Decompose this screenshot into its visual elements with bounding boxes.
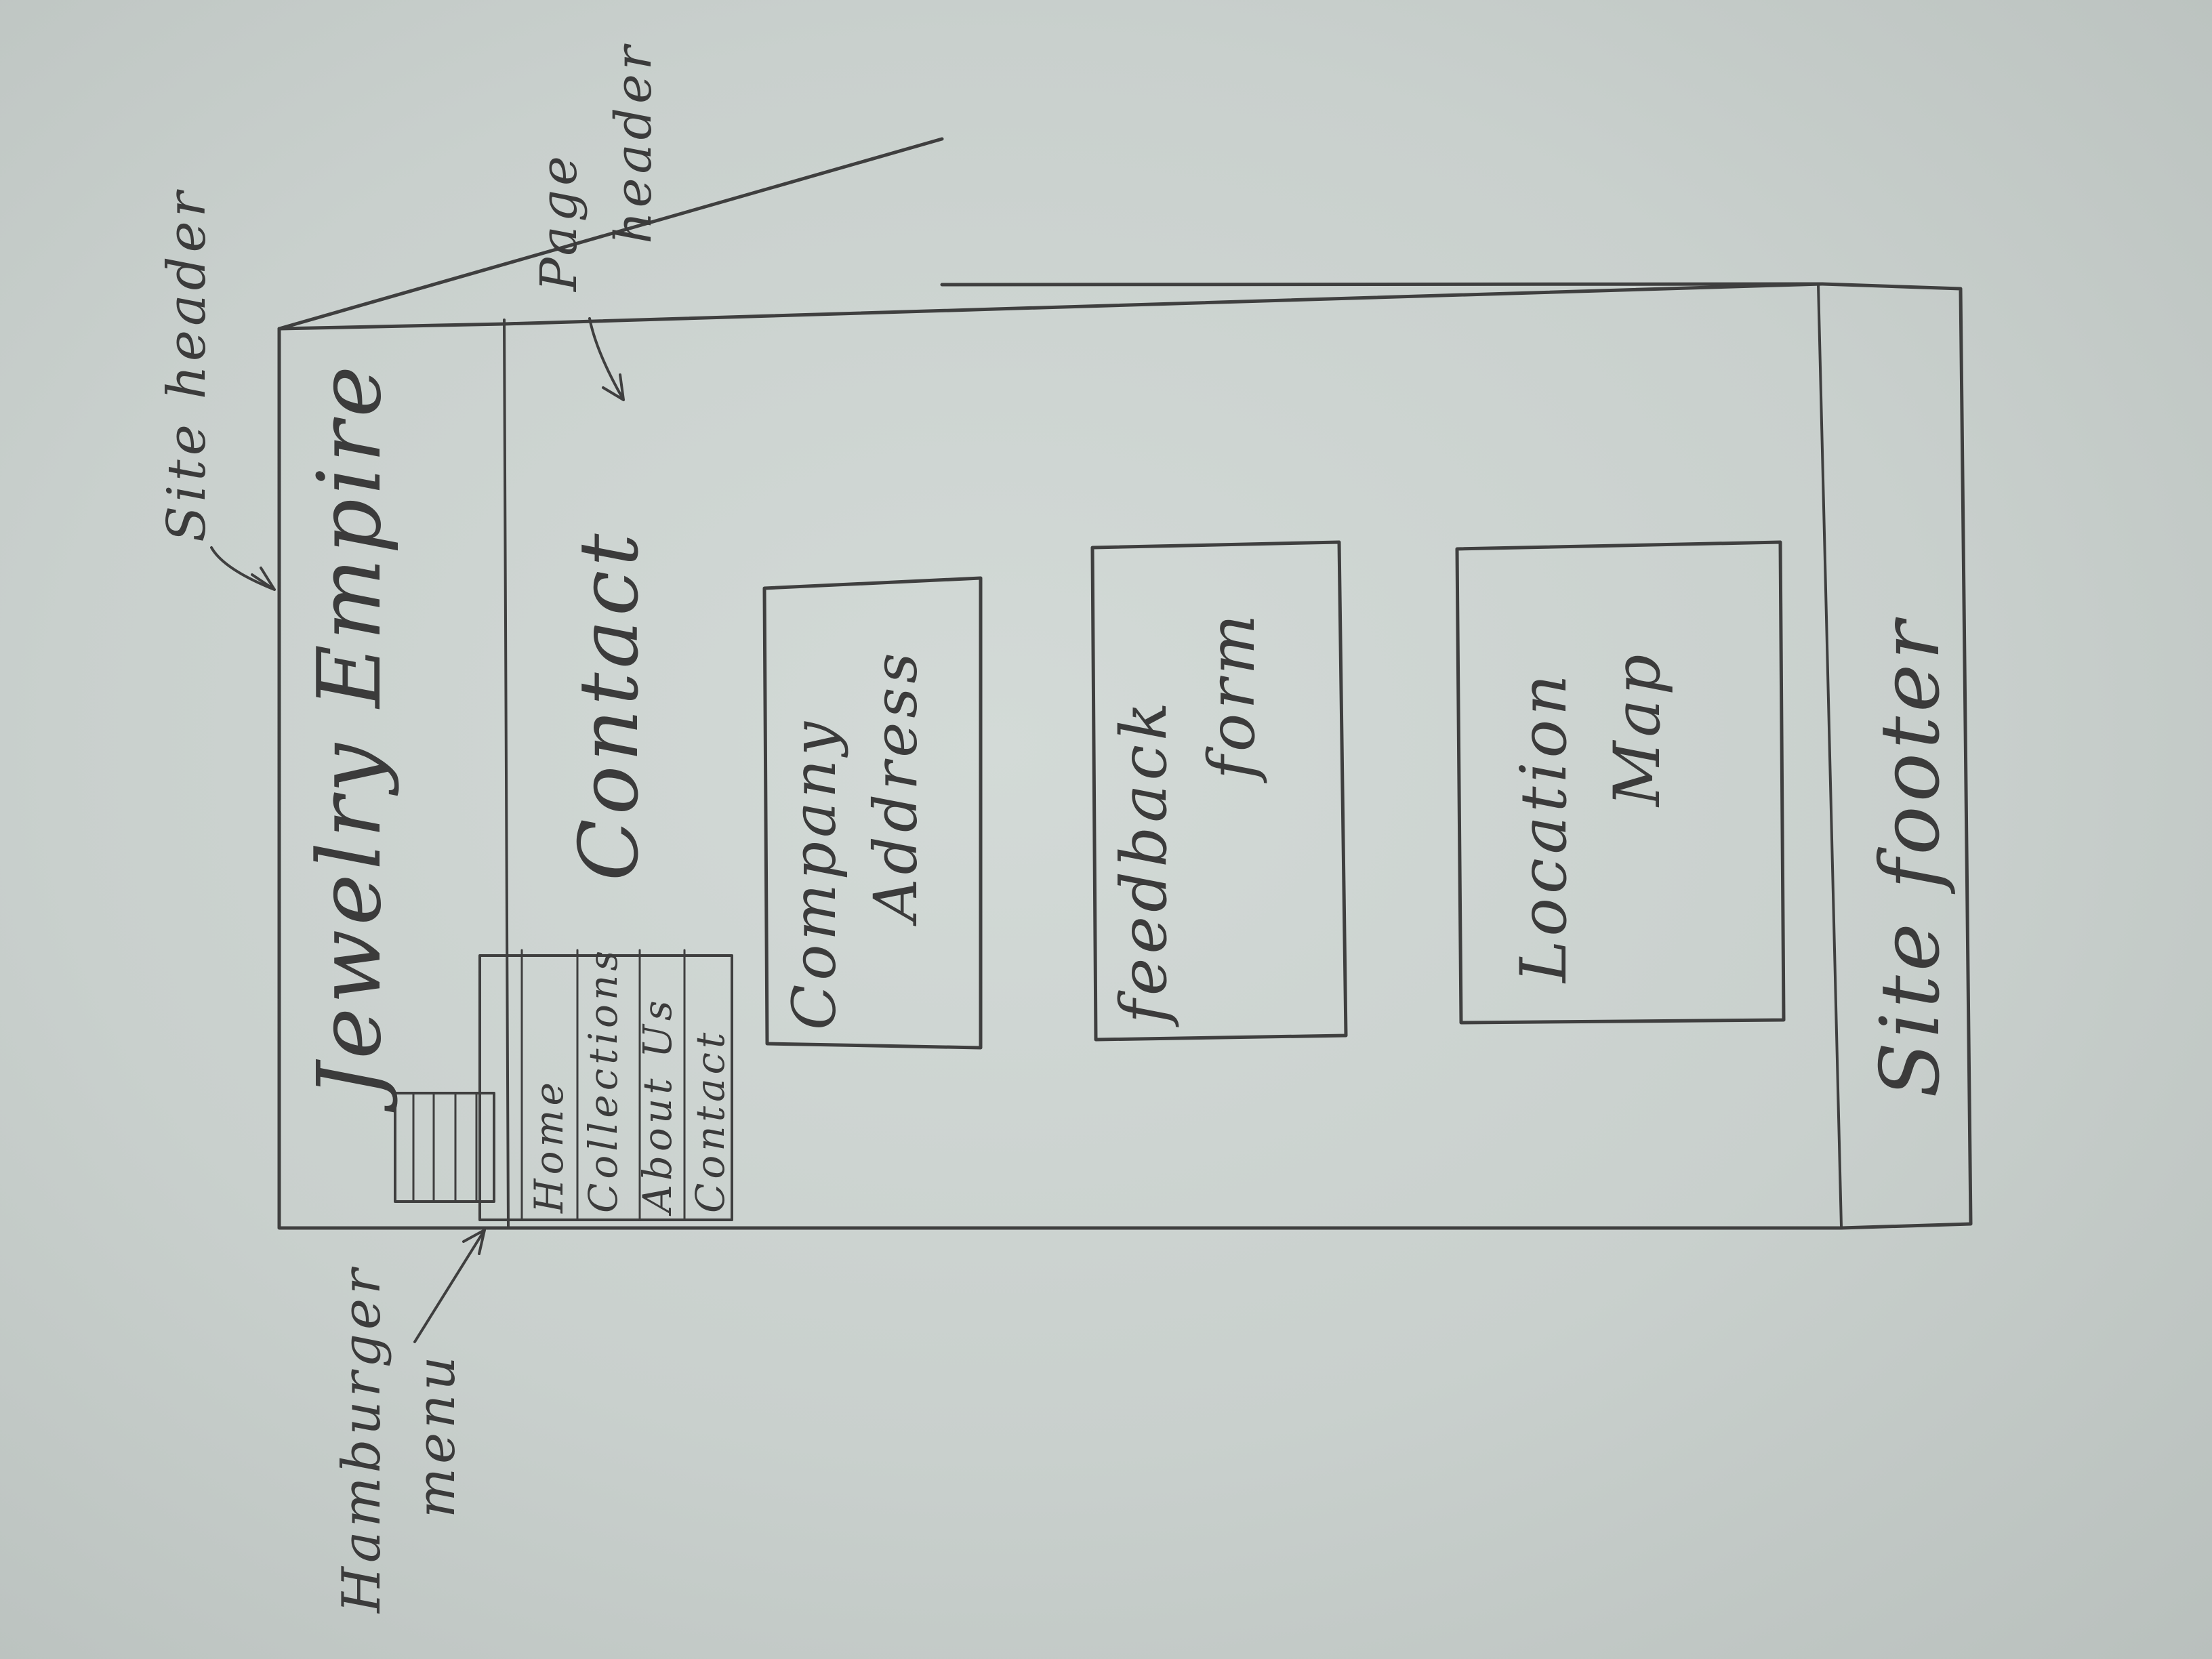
site-footer-label: Site footer: [1864, 617, 1958, 1098]
annotation-page-header-line2: header: [605, 42, 663, 244]
hamburger-arrow: [413, 1229, 486, 1343]
outer-frame: [277, 137, 1973, 1230]
annotation-hamburger-line1: Hamburger: [331, 1265, 392, 1614]
feedback-form-line1: feedback: [1107, 698, 1181, 1027]
feedback-form-line2: form: [1195, 611, 1269, 783]
menu-item-collections[interactable]: Collections: [580, 947, 626, 1213]
menu-item-contact[interactable]: Contact: [687, 1029, 733, 1213]
feedback-form-box: feedback form: [1090, 540, 1348, 1042]
page-header-arrow: [588, 317, 625, 401]
site-header-divider: [503, 319, 510, 1228]
location-map-line1: Location: [1507, 670, 1581, 984]
menu-item-about-us[interactable]: About Us: [634, 996, 680, 1216]
site-footer-divider: [1817, 283, 1843, 1228]
site-title: Jewelry Empire: [300, 362, 401, 1113]
company-address-line1: Company: [779, 718, 849, 1030]
site-header-arrow: [210, 546, 276, 591]
dropdown-menu: [478, 949, 733, 1221]
annotation-site-header: Site header: [157, 188, 218, 542]
location-map-box: Location Map: [1455, 540, 1786, 1025]
location-map-line2: Map: [1601, 651, 1675, 808]
annotation-page-header-line1: Page: [530, 152, 588, 293]
company-address-line2: Address: [861, 649, 930, 926]
menu-item-home[interactable]: Home: [526, 1078, 572, 1214]
annotation-hamburger-line2: menu: [406, 1352, 467, 1518]
hamburger-icon[interactable]: [394, 1092, 495, 1203]
page-title: Contact: [562, 529, 657, 881]
company-address-box: Company Address: [762, 576, 983, 1050]
